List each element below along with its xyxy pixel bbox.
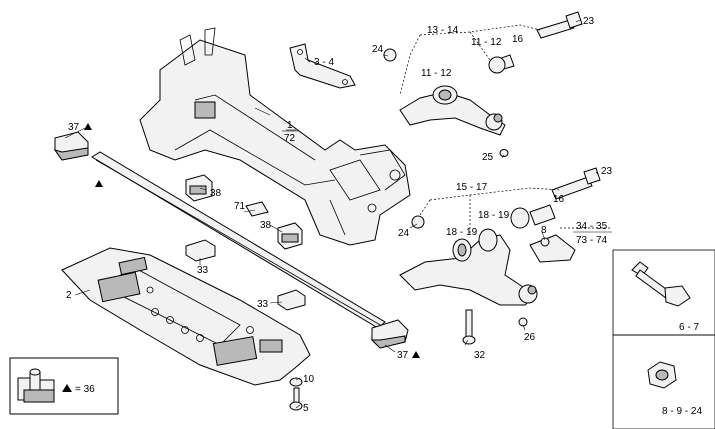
plate-71	[245, 201, 269, 217]
bump-stop-37-left	[53, 131, 89, 161]
lower-control-arm	[399, 167, 601, 345]
label-6-7: 6 - 7	[679, 322, 699, 333]
legend-box	[9, 357, 119, 415]
upper-control-arm	[383, 11, 583, 157]
label-2: 2	[66, 290, 72, 301]
label-15-17: 15 - 17	[456, 182, 488, 193]
label-11-12-top: 11 - 12	[471, 37, 502, 48]
bolt-5-10	[289, 377, 303, 411]
label-23-top: 23	[583, 16, 595, 27]
detail-panel-8-9-24	[612, 334, 715, 429]
bracket-3-4	[289, 43, 356, 89]
label-16-bottom: 16	[553, 194, 565, 205]
label-8-9-24: 8 - 9 - 24	[662, 406, 702, 417]
label-24-bottom: 24	[398, 228, 410, 239]
rubber-block-33-upper	[185, 239, 216, 262]
triangle-marker-37-a	[84, 123, 92, 130]
label-38-right: 38	[260, 220, 272, 231]
skid-plate-part	[61, 247, 311, 386]
triangle-marker-37-c	[412, 351, 420, 358]
label-8: 8	[541, 225, 547, 236]
label-37-left: 37	[68, 122, 80, 133]
label-18-19-top: 18 - 19	[478, 210, 510, 221]
label-33-upper: 33	[197, 265, 209, 276]
mount-38-left	[185, 174, 213, 202]
rubber-block-33-lower	[277, 289, 306, 311]
label-13-14: 13 - 14	[427, 25, 459, 36]
label-18-19-bottom: 18 - 19	[446, 227, 478, 238]
mount-38-right	[277, 222, 303, 250]
legend-text: = 36	[75, 384, 95, 395]
label-10: 10	[303, 374, 315, 385]
label-71: 71	[234, 201, 246, 212]
triangle-icon	[62, 384, 72, 392]
label-72: 72	[284, 133, 296, 144]
parts-kit-icon	[17, 368, 55, 403]
bump-stop-37-right	[370, 319, 409, 349]
label-32: 32	[474, 350, 486, 361]
label-5: 5	[303, 403, 309, 414]
label-34-35: 34 - 35	[576, 221, 608, 232]
label-73-74: 73 - 74	[576, 235, 608, 246]
label-1: 1	[287, 120, 293, 131]
leader-lines	[64, 19, 610, 409]
label-38-left: 38	[210, 188, 222, 199]
label-11-12-mid: 11 - 12	[421, 68, 452, 79]
stabilizer-bar-part	[91, 151, 386, 329]
label-23-bottom: 23	[601, 166, 613, 177]
label-16-top: 16	[512, 34, 524, 45]
label-3-4: 3 - 4	[314, 57, 334, 68]
label-24-top: 24	[372, 44, 384, 55]
triangle-marker-37-b	[95, 180, 103, 187]
label-33-lower: 33	[257, 299, 269, 310]
label-26: 26	[524, 332, 536, 343]
detail-panel-6-7	[612, 249, 715, 336]
label-37-right: 37	[397, 350, 409, 361]
crossmember-part	[139, 27, 411, 246]
label-25: 25	[482, 152, 494, 163]
